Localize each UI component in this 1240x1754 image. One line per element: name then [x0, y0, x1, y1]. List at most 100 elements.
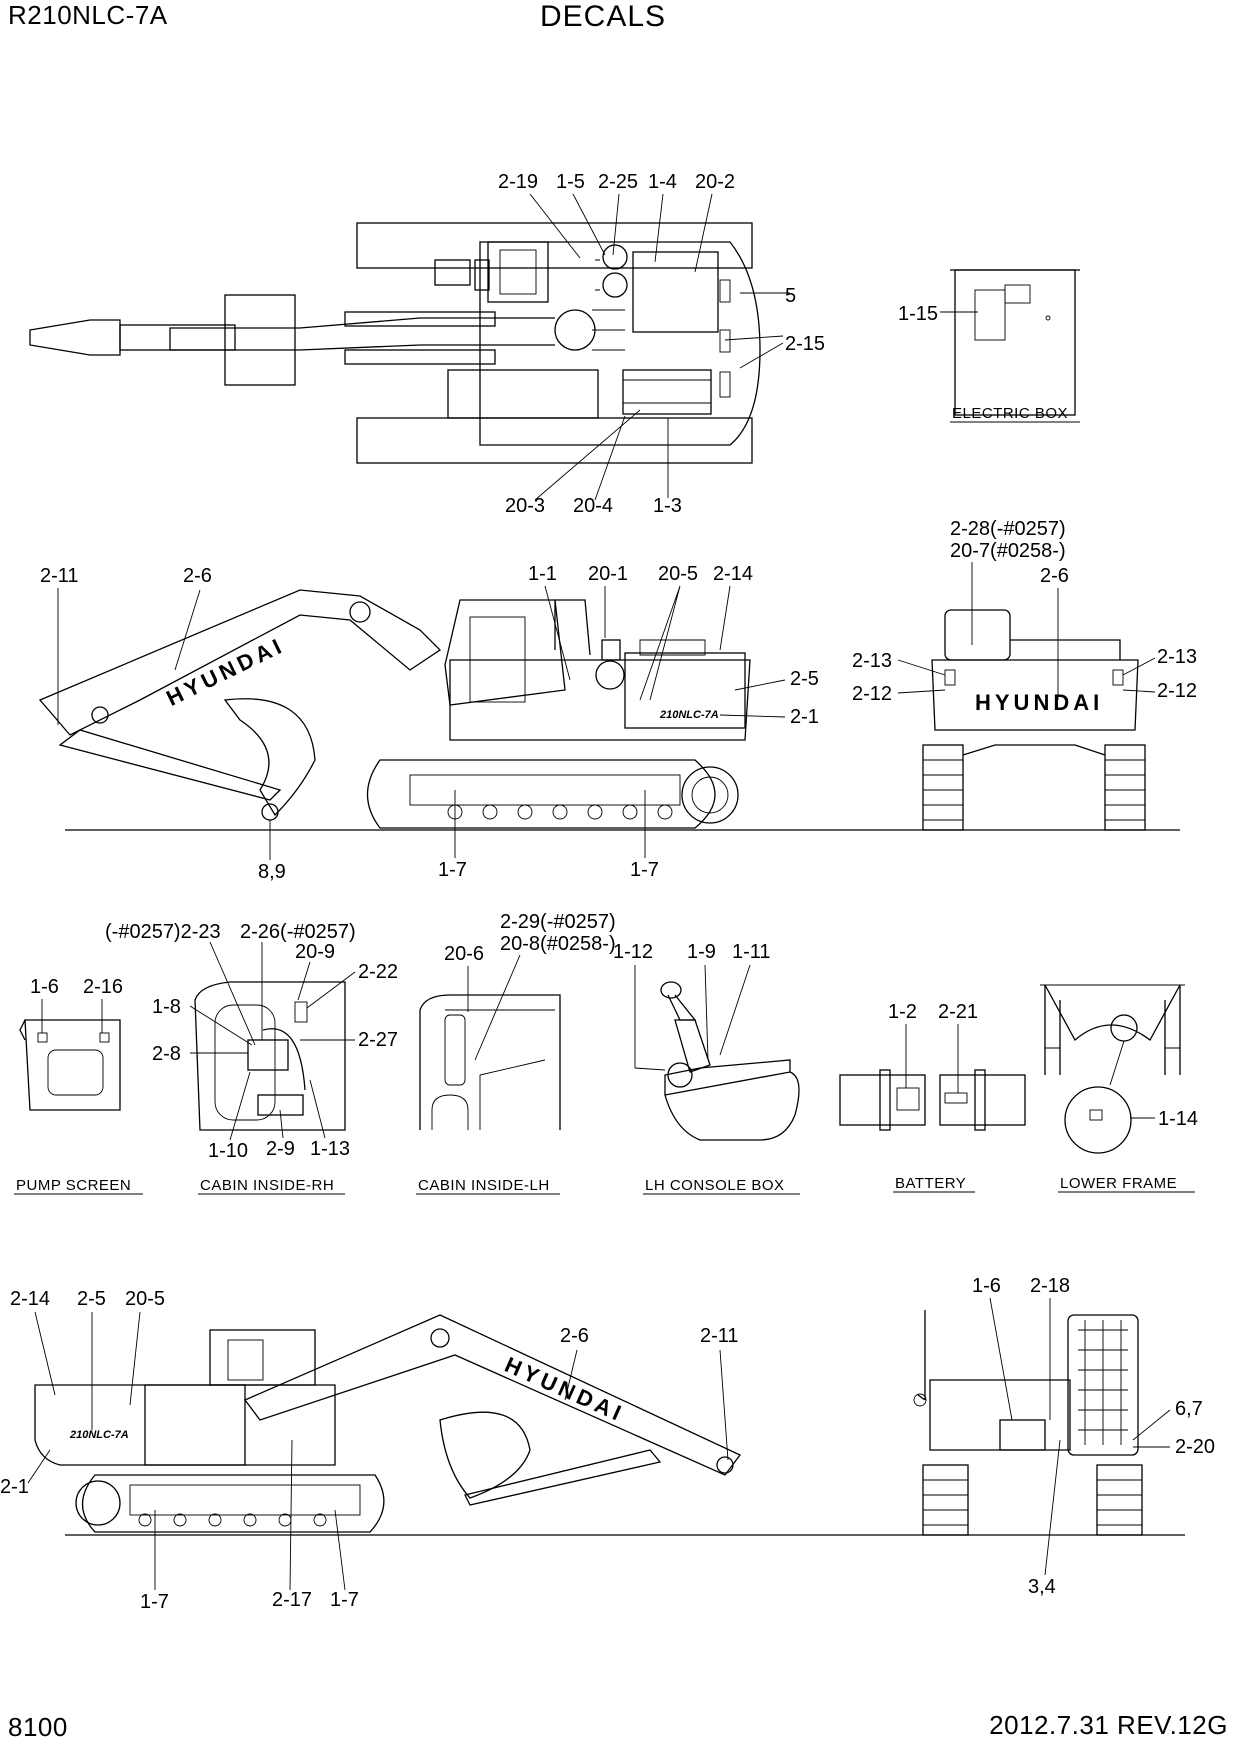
top-boom [169, 317, 555, 351]
callout-label: 1-5 [556, 171, 585, 193]
callout-label: 3,4 [1028, 1576, 1056, 1598]
side-cab-window [469, 616, 526, 703]
top-cab-window [499, 249, 537, 295]
callout-label: 2-25 [598, 171, 638, 193]
callout-label: 2-9 [266, 1138, 295, 1160]
left-cab [209, 1329, 316, 1386]
side-arm [58, 729, 282, 801]
rear-view-diagram: HYUNDAI [922, 609, 1146, 831]
electric-box [954, 269, 1076, 416]
callout-label: 2-6 [1040, 565, 1069, 587]
page-number: 8100 [8, 1712, 68, 1742]
battery-left [839, 1074, 926, 1126]
top-upper-structure [479, 241, 761, 446]
lower-frame-diagram: 1-14 LOWER FRAME [1040, 984, 1198, 1193]
callout-label: 1-7 [330, 1589, 359, 1611]
top-counterweight [447, 369, 599, 419]
side-model-badge: 210NLC-7A [659, 709, 719, 721]
side-track [367, 759, 716, 829]
rear2-body [929, 1379, 1071, 1451]
cabin-inside-lh-diagram: 2-29(-#0257) 20-8(#0258-) 20-6 CABIN INS… [416, 911, 616, 1195]
electric-box-diagram: 1-15 ELECTRIC BOX [898, 269, 1080, 423]
top-cab-step [474, 259, 490, 291]
callout-label: 2-14 [10, 1288, 50, 1310]
callout-label: 1-14 [1158, 1108, 1198, 1130]
callout-label: 6,7 [1175, 1398, 1203, 1420]
callout-label: 20-4 [573, 495, 613, 517]
callout-label: 2-17 [272, 1589, 312, 1611]
callout-label: 2-19 [498, 171, 538, 193]
callout-label: 1-7 [140, 1591, 169, 1613]
left-bucket [439, 1411, 531, 1499]
lower-frame [1044, 984, 1181, 1042]
callout-label: 2-6 [560, 1325, 589, 1347]
callout-label: 1-7 [438, 859, 467, 881]
rear-track-right [1104, 744, 1146, 831]
rear-cab [944, 609, 1011, 661]
callout-label: 1-15 [898, 303, 938, 325]
top-bucket [29, 319, 121, 356]
top-fuel-cap [602, 244, 628, 270]
joystick [674, 1019, 711, 1073]
callout-label: 1-13 [310, 1138, 350, 1160]
battery-right [939, 1074, 1026, 1126]
callout-label: 1-3 [653, 495, 682, 517]
callout-label: 1-12 [613, 941, 653, 963]
side-engine-hood [624, 652, 746, 729]
left-upper-structure [34, 1384, 336, 1466]
callout-label: 20-1 [588, 563, 628, 585]
callout-label: 1-7 [630, 859, 659, 881]
caption-pump-screen: PUMP SCREEN [16, 1177, 131, 1194]
callout-label: 20-6 [444, 943, 484, 965]
callout-label: 20-5 [658, 563, 698, 585]
rear2-screen [1067, 1314, 1139, 1456]
top-track-upper [356, 222, 753, 269]
callout-label: 2-1 [0, 1476, 29, 1498]
lh-console-box-diagram: 1-12 1-9 1-11 LH CONSOLE BOX [613, 941, 800, 1195]
callout-label: 1-11 [732, 941, 771, 963]
callout-label: 2-20 [1175, 1436, 1215, 1458]
left-view-diagram: 210NLC-7A HYUNDAI [34, 1314, 1185, 1536]
callout-label: 2-12 [852, 683, 892, 705]
top-view-callouts: 2-19 1-5 2-25 1-4 20-2 5 2-15 20-3 20-4 … [498, 171, 825, 517]
callout-label: 2-26(-#0257) [240, 921, 356, 943]
lower-frame-center [1064, 1086, 1132, 1154]
left-boom [243, 1314, 742, 1476]
callout-label: 2-8 [152, 1043, 181, 1065]
callout-label: 2-14 [713, 563, 753, 585]
left-model-badge: 210NLC-7A [69, 1429, 129, 1441]
callout-label: 20-3 [505, 495, 545, 517]
revision-date: 2012.7.31 REV.12G [989, 1710, 1228, 1740]
rear2-track-left [922, 1464, 969, 1536]
callout-label: 2-16 [83, 976, 123, 998]
side-idler [681, 766, 739, 824]
left-track [82, 1474, 385, 1533]
callout-label: 20-2 [695, 171, 735, 193]
rear2-track-right [1096, 1464, 1143, 1536]
pump-screen [24, 1019, 121, 1111]
callout-label: 1-2 [888, 1001, 917, 1023]
top-bucket-cylinder [224, 294, 296, 386]
top-cab [487, 241, 549, 303]
callout-label: 2-11 [700, 1325, 739, 1347]
cabin-rh-outline [194, 981, 346, 1131]
callout-label: 2-18 [1030, 1275, 1070, 1297]
callout-label: 20-5 [125, 1288, 165, 1310]
page-title: DECALS [540, 0, 667, 33]
pump-screen-diagram: 1-6 2-16 PUMP SCREEN [14, 976, 143, 1195]
top-radiator [622, 369, 712, 415]
callout-label: 2-5 [790, 668, 819, 690]
side-boom-brand: HYUNDAI [162, 632, 288, 711]
callout-label: 2-27 [358, 1029, 398, 1051]
callout-label: 2-22 [358, 961, 398, 983]
callout-label: (-#0257)2-23 [105, 921, 221, 943]
rear-track-left [922, 744, 964, 831]
top-hydraulic-cap [602, 272, 628, 298]
side-view-callouts: 2-11 2-6 1-1 20-1 20-5 2-14 2-5 2-1 8,9 … [40, 563, 819, 883]
callout-label: 1-6 [972, 1275, 1001, 1297]
side-cab [444, 599, 566, 706]
callout-label: 1-9 [687, 941, 716, 963]
callout-label: 2-5 [77, 1288, 106, 1310]
callout-label: 1-8 [152, 996, 181, 1018]
caption-lh-console-box: LH CONSOLE BOX [645, 1177, 785, 1194]
